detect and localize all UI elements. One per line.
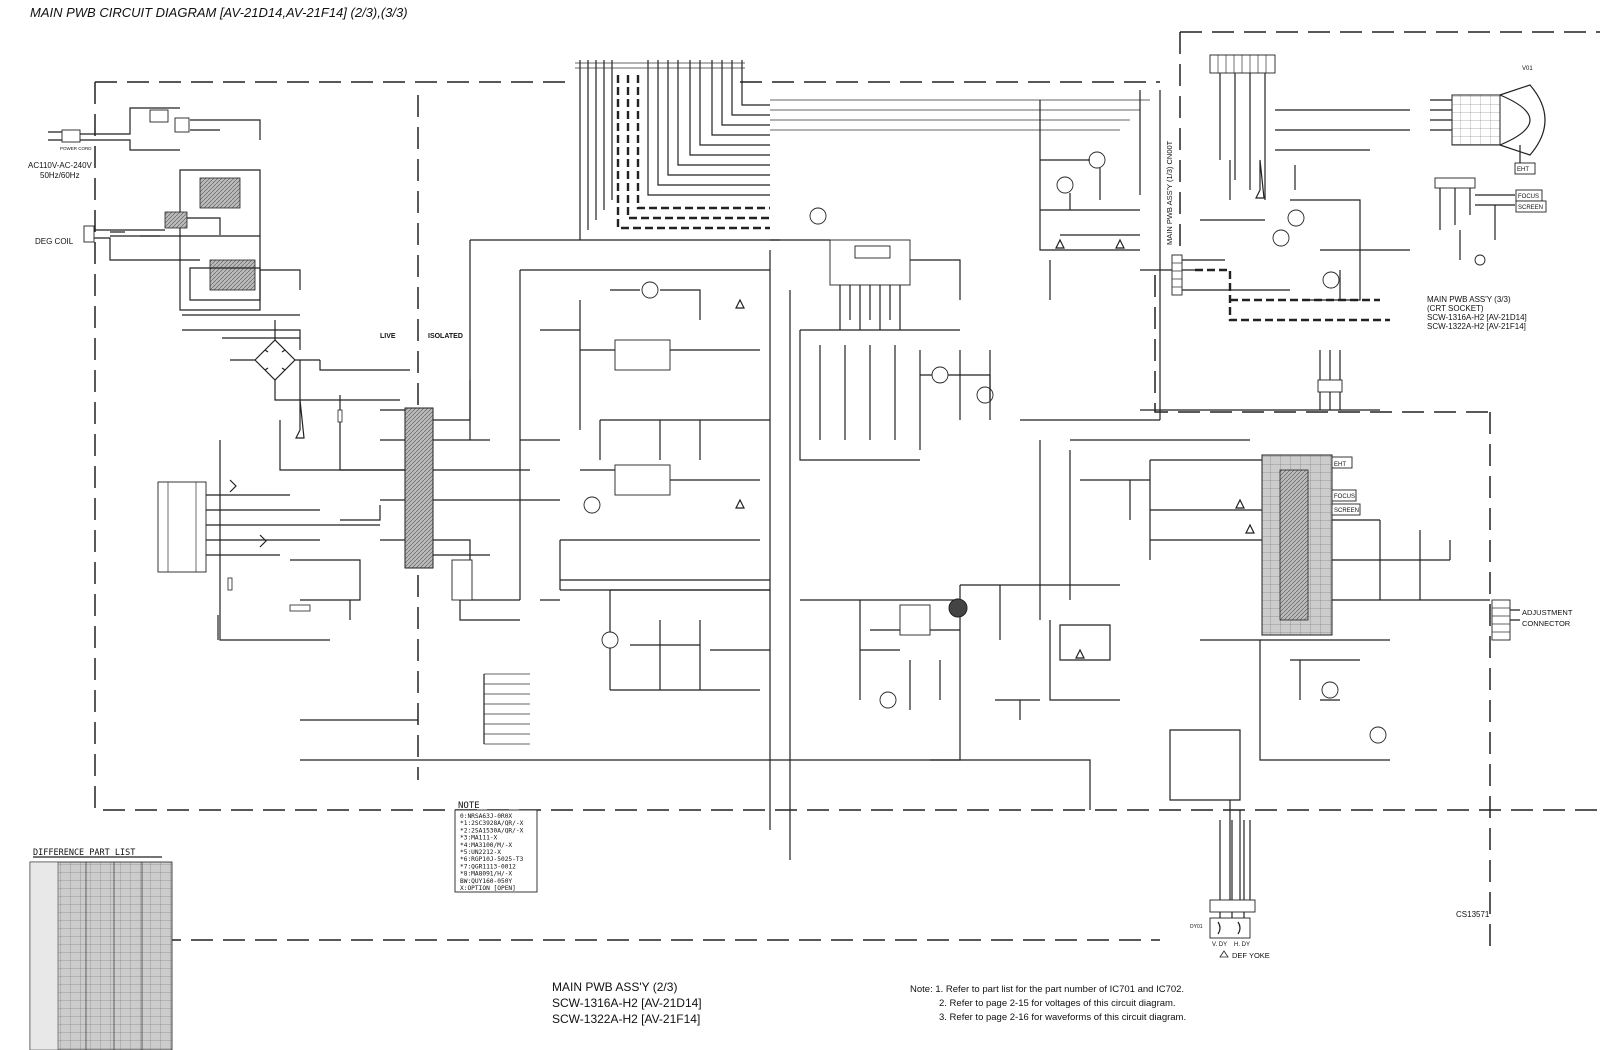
crt-focus-label: FOCUS	[1518, 194, 1539, 200]
ic901-chip	[157, 481, 207, 573]
crt-eht-label: EHT	[1517, 167, 1529, 173]
note-item: *5:UN2212-X	[460, 849, 501, 856]
crt-socket-vertical-label: MAIN PWB ASS'Y (1/3) CN00T	[1165, 140, 1174, 245]
deg-coil-label: DEG COIL	[35, 237, 74, 246]
adjustment-connector: ADJUSTMENT CONNECTOR	[1491, 599, 1573, 641]
main-assy-label: MAIN PWB ASS'Y (2/3) SCW-1316A-H2 [AV-21…	[552, 980, 702, 1026]
h-dy-label: H. DY	[1234, 942, 1250, 948]
jumper-block	[483, 673, 530, 745]
isolated-label: ISOLATED	[428, 333, 463, 340]
note-items: 0:NRSA63J-0R0X*1:2SC3928A/QR/-X*2:2SA153…	[460, 813, 524, 892]
crt-socket-connector	[1209, 54, 1276, 74]
ic-regulator-2	[614, 464, 671, 496]
crt-tube-icon	[1451, 94, 1501, 146]
def-yoke-icon	[1209, 917, 1251, 939]
fbt-focus-tag	[1331, 489, 1357, 502]
crt-assy-line1: MAIN PWB ASS'Y (3/3)	[1427, 295, 1511, 304]
power-plug-icon	[61, 129, 81, 143]
adjustment-connector-icon	[1491, 599, 1511, 641]
crt-assy-line2: (CRT SOCKET)	[1427, 304, 1484, 313]
crt-assy-line3: SCW-1316A-H2 [AV-21D14]	[1427, 313, 1527, 322]
def-yoke-label: DEF YOKE	[1232, 951, 1270, 960]
note-block: NOTE 0:NRSA63J-0R0X*1:2SC3928A/QR/-X*2:2…	[454, 801, 538, 893]
note-item: *1:2SC3928A/QR/-X	[460, 820, 524, 827]
main-assy-line3: SCW-1322A-H2 [AV-21F14]	[552, 1012, 700, 1026]
top-signal-bus	[575, 60, 1150, 240]
secondary-regulators	[451, 239, 780, 601]
deg-coil-connector-icon	[83, 225, 95, 243]
footer-note-3: 3. Refer to page 2-16 for waveforms of t…	[939, 1012, 1186, 1023]
note-item: *4:MA3100/M/-X	[460, 842, 512, 849]
switching-transformer	[380, 380, 560, 569]
bottom-power-path	[300, 579, 1091, 810]
footer-notes: Note: 1. Refer to part list for the part…	[910, 984, 1186, 1023]
transformer-t901-icon	[404, 407, 434, 569]
note-item: 0:NRSA63J-0R0X	[460, 813, 512, 820]
isolation-labels: LIVE ISOLATED	[380, 333, 463, 340]
live-label: LIVE	[380, 333, 396, 340]
power-cord-label: POWER CORD	[60, 146, 92, 151]
bridge-rectifier-icon	[254, 339, 296, 381]
def-yoke: DY01 V. DY H. DY DEF YOKE	[1190, 820, 1270, 960]
difference-part-list-heading: DIFFERENCE PART LIST	[33, 848, 135, 858]
warning-icon	[1219, 950, 1229, 958]
main-pwb-2-3-boundary	[94, 81, 1600, 950]
crt-socket-section	[1039, 54, 1410, 322]
fbt-eht-label: EHT	[1334, 462, 1346, 468]
power-input-section: POWER CORD AC110V-AC-240V 50Hz/60Hz DEG …	[28, 107, 410, 401]
page-title: MAIN PWB CIRCUIT DIAGRAM [AV-21D14,AV-21…	[30, 5, 408, 20]
mains-voltage-label: AC110V-AC-240V	[28, 161, 93, 170]
fbt-focus-label: FOCUS	[1334, 494, 1355, 500]
note-item: *3:MA111-X	[460, 835, 498, 842]
crt-link-wiring	[1020, 90, 1343, 620]
fbt-screen-label: SCREEN	[1334, 508, 1359, 514]
adjustment-connector-label-1: ADJUSTMENT	[1522, 608, 1573, 617]
tr-horizontal-icon	[948, 598, 968, 618]
crt-assy-line4: SCW-1322A-H2 [AV-21F14]	[1427, 322, 1526, 331]
crt-screen-label: SCREEN	[1518, 205, 1543, 211]
note-heading: NOTE	[458, 801, 480, 811]
v-dy-label: V. DY	[1212, 942, 1227, 948]
main-assy-line1: MAIN PWB ASS'Y (2/3)	[552, 980, 677, 994]
drawing-code: CS13571	[1456, 910, 1490, 919]
note-item: *6:RGP10J-5025-T3	[460, 856, 524, 863]
footer-note-1: Note: 1. Refer to part list for the part…	[910, 984, 1184, 995]
note-box	[454, 809, 538, 893]
crt-eht-tag	[1514, 162, 1536, 175]
fbt-screen-tag	[1331, 503, 1361, 516]
crt-screen-tag	[1515, 200, 1547, 213]
difference-part-list: DIFFERENCE PART LIST	[29, 848, 173, 1050]
ic901-section	[157, 395, 410, 641]
note-item: BW:QUY160-050Y	[460, 878, 512, 885]
footer-note-2: 2. Refer to page 2-15 for voltages of th…	[939, 998, 1176, 1009]
fbt-section: EHT FOCUS SCREEN	[1080, 409, 1490, 900]
ic-regulator-1	[614, 339, 671, 371]
main-assy-line2: SCW-1316A-H2 [AV-21D14]	[552, 996, 702, 1010]
crt-tube: V01 EHT FOCUS SCREEN	[1430, 66, 1547, 266]
mains-frequency-label: 50Hz/60Hz	[40, 171, 80, 180]
v01-label: V01	[1522, 66, 1533, 72]
crt-socket-boundary	[1154, 31, 1600, 413]
note-item: *7:QGR1113-0012	[460, 863, 516, 870]
note-item: *2:2SA1530A/QR/-X	[460, 827, 524, 834]
fbt-eht-tag	[1331, 456, 1353, 469]
adjustment-connector-label-2: CONNECTOR	[1522, 619, 1571, 628]
vertical-output-section	[770, 207, 994, 461]
crt-socket-assy-label: MAIN PWB ASS'Y (3/3) (CRT SOCKET) SCW-13…	[1427, 295, 1527, 331]
def-yoke-ref: DY01	[1190, 924, 1203, 930]
note-item: *8:MA8091/H/-X	[460, 871, 512, 878]
center-lower-section	[601, 250, 1120, 860]
note-item: X:OPTION [OPEN]	[460, 885, 516, 892]
